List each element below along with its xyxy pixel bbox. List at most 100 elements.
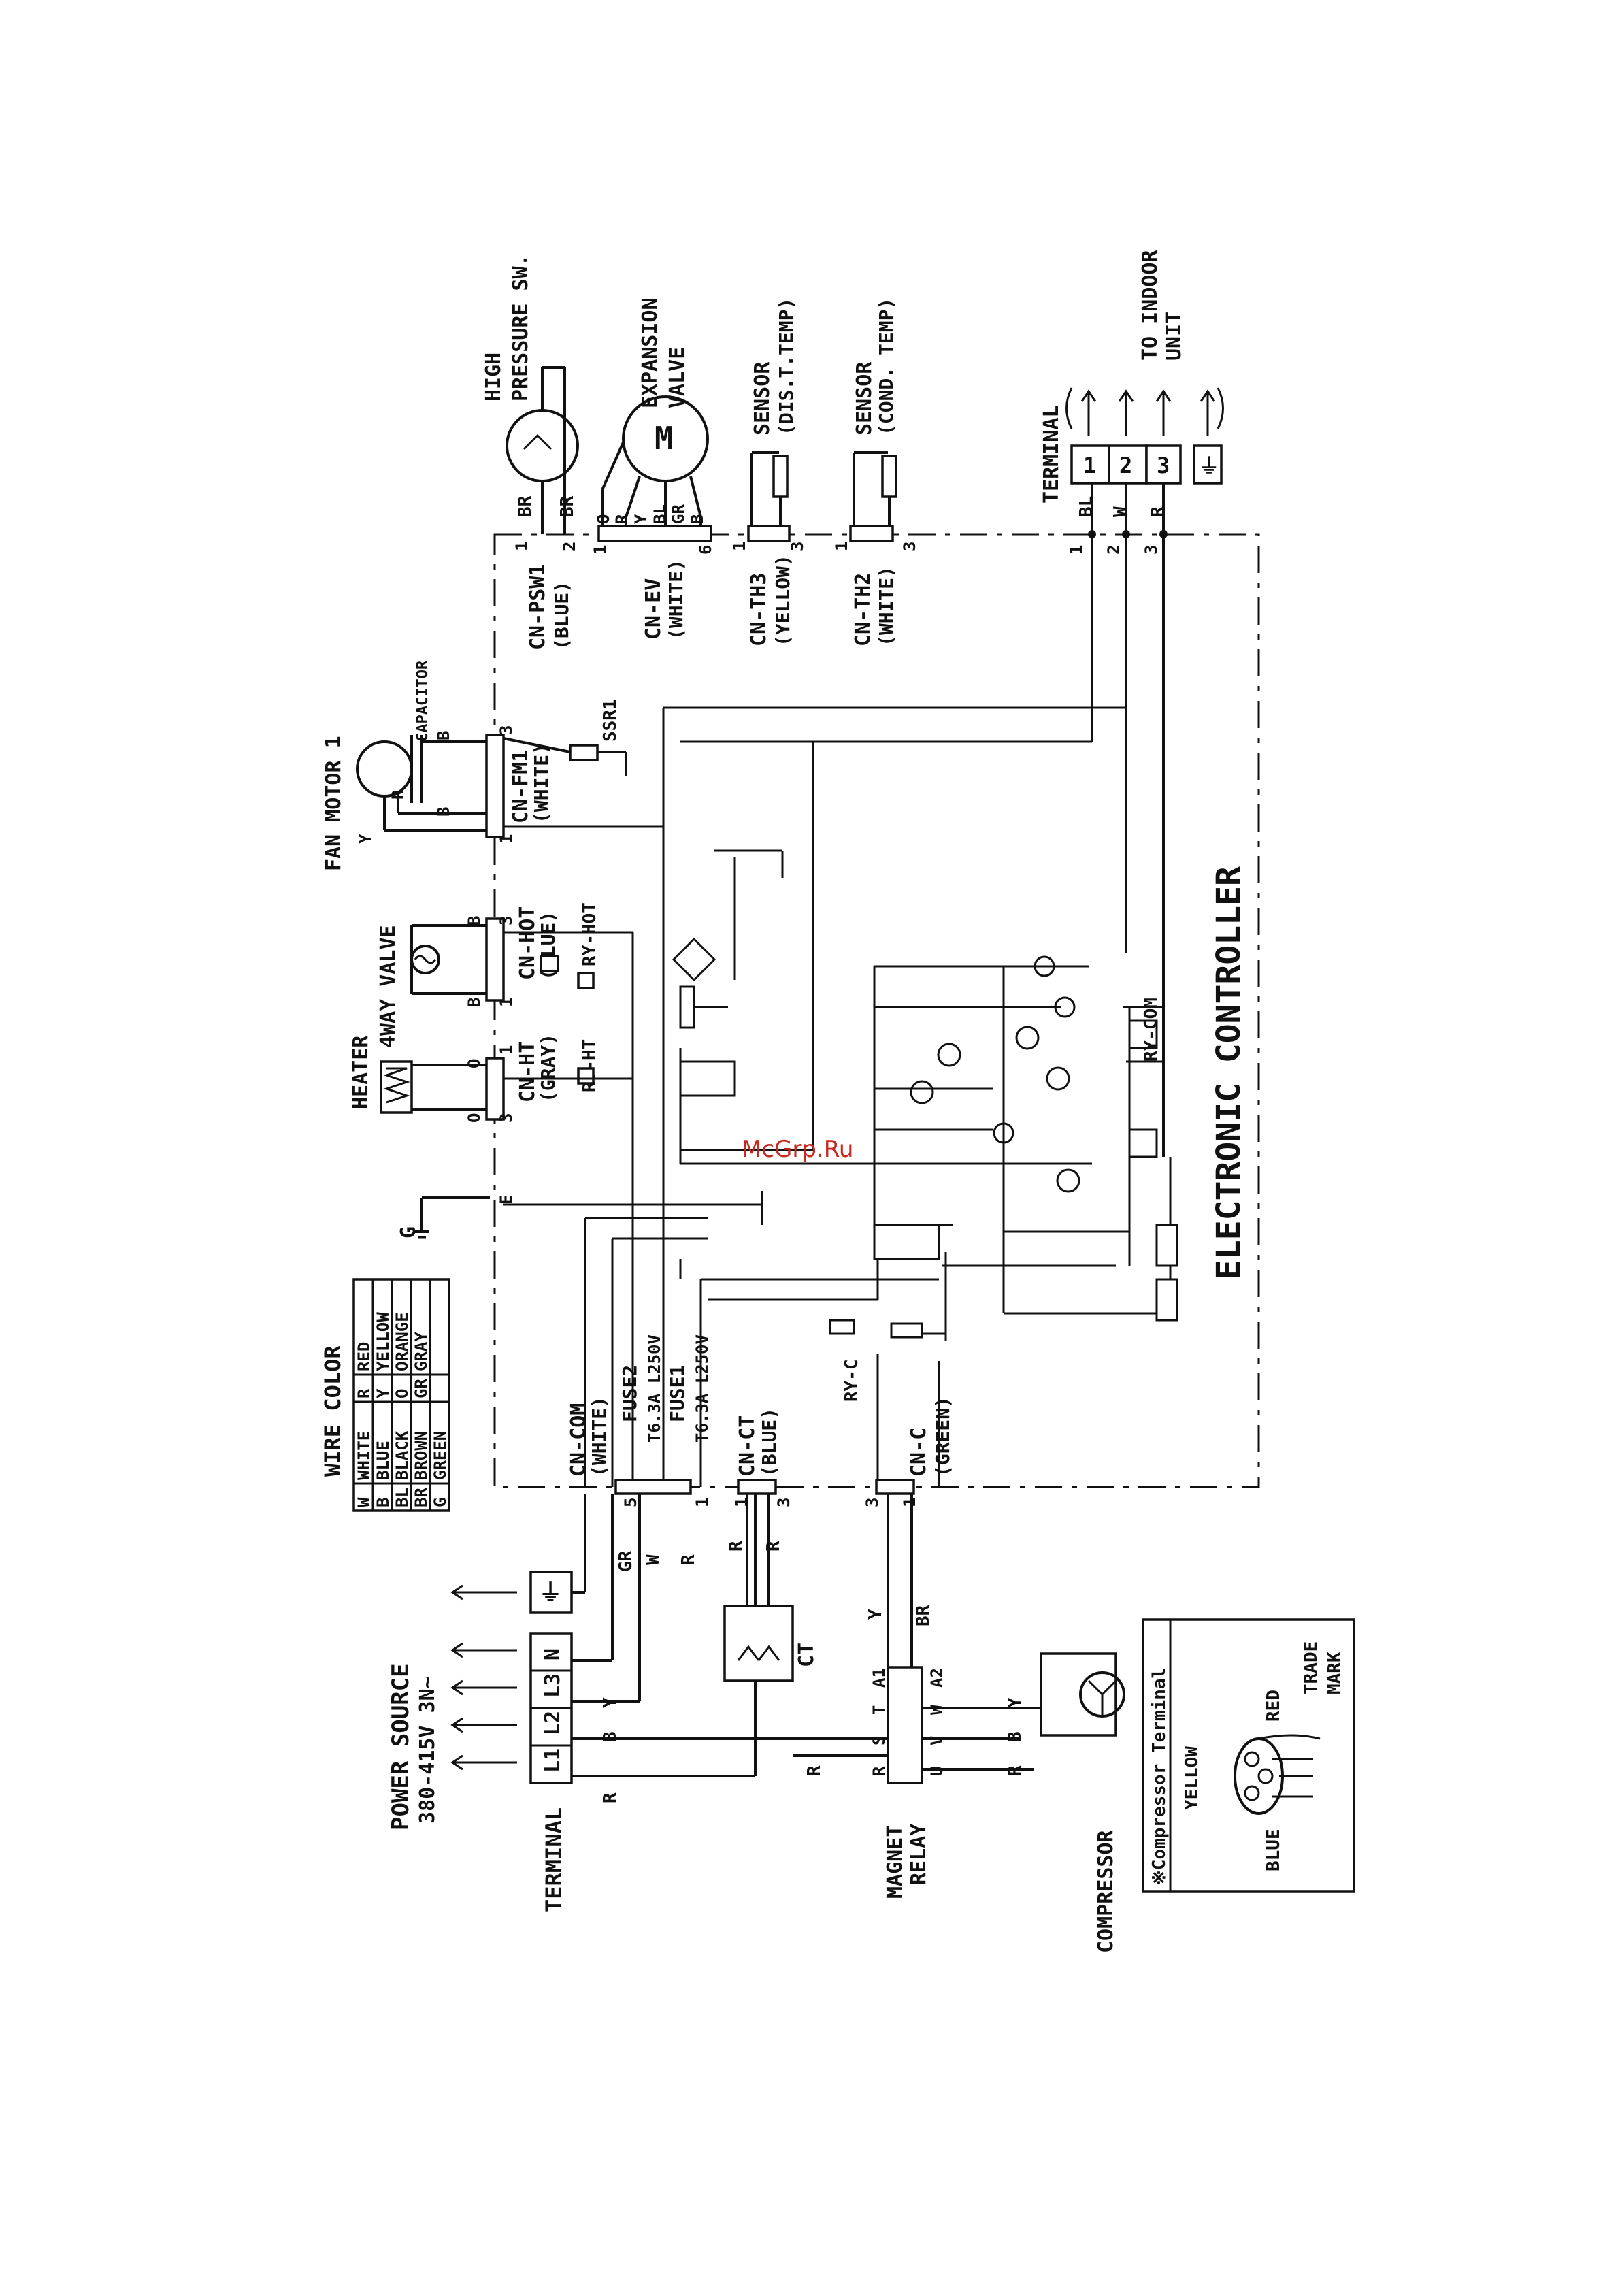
svg-text:R: R [1005,1765,1025,1776]
svg-text:L3: L3 [541,1673,565,1698]
svg-text:1: 1 [1083,453,1096,478]
svg-text:R: R [354,1388,374,1398]
svg-text:O: O [594,514,613,524]
svg-text:TERMINAL: TERMINAL [541,1807,567,1912]
svg-text:RED: RED [1263,1690,1284,1722]
svg-text:MARK: MARK [1325,1652,1345,1694]
svg-text:(BLUE): (BLUE) [550,581,573,650]
svg-text:O: O [465,1113,484,1123]
svg-text:Y: Y [1005,1697,1025,1708]
svg-text:T6.3A L250V: T6.3A L250V [645,1334,664,1443]
fuses: FUSE2 T6.3A L250V FUSE1 T6.3A L250V [618,1334,712,1443]
svg-text:(BLUE): (BLUE) [758,1408,780,1477]
svg-text:WHITE: WHITE [354,1431,374,1480]
svg-text:5: 5 [621,1498,640,1507]
svg-text:BLUE: BLUE [374,1441,393,1480]
svg-text:GR: GR [616,1550,636,1572]
svg-text:3: 3 [497,1113,516,1123]
svg-text:S: S [870,1736,889,1745]
expansion-valve: M EXPANSION VALVE O R Y BL GR B 1 6 CN-E… [591,297,715,640]
svg-text:(WHITE): (WHITE) [530,743,552,823]
heater: HEATER O O 1 3 CN-HT (GRAY) RY-HT [349,1034,600,1123]
ground-connection: G E [397,1195,516,1239]
svg-text:2: 2 [1119,453,1132,478]
svg-text:SENSOR: SENSOR [750,361,774,436]
svg-text:A2: A2 [927,1668,946,1688]
svg-text:(GREEN): (GREEN) [931,1396,954,1477]
high-pressure-switch: HIGH PRESSURE SW. BR BR 1 2 CN-PSW1 (BLU… [482,254,579,650]
svg-text:3: 3 [774,1498,793,1507]
svg-text:(COND. TEMP): (COND. TEMP) [875,298,897,436]
controller-label: ELECTRONIC CONTROLLER [1210,866,1248,1279]
svg-text:R: R [1148,506,1168,517]
svg-text:RELAY: RELAY [907,1824,931,1885]
svg-text:B: B [688,514,707,524]
svg-text:CN-TH2: CN-TH2 [851,573,875,646]
svg-text:N: N [541,1648,565,1660]
svg-text:BR: BR [412,1488,431,1507]
svg-text:BL: BL [393,1488,412,1507]
svg-text:1: 1 [497,998,516,1007]
svg-text:G: G [397,1226,420,1239]
svg-text:W: W [1110,506,1131,517]
svg-text:3: 3 [497,916,516,925]
wire-color-table: WIRE COLOR W WHITE R RED B BLUE Y YELLOW… [320,1278,450,1512]
sensor-discharge-temp: SENSOR (DIS.T.TEMP) 1 3 CN-TH3 (YELLOW) [730,298,807,646]
svg-text:SSR1: SSR1 [600,699,621,742]
svg-text:4WAY VALVE: 4WAY VALVE [376,925,400,1048]
relays: RY-C RY-COM [842,998,1161,1402]
svg-text:HEATER: HEATER [349,1035,373,1109]
svg-text:380-415V 3N~: 380-415V 3N~ [416,1676,440,1824]
svg-text:CN-FM1: CN-FM1 [509,750,533,823]
svg-text:R: R [600,1792,621,1803]
svg-text:(YELLOW): (YELLOW) [772,555,794,646]
svg-text:⏚: ⏚ [1199,455,1219,478]
svg-text:B: B [600,1731,621,1742]
svg-text:GR: GR [669,504,688,524]
svg-text:EXPANSION: EXPANSION [638,297,662,408]
svg-text:3: 3 [497,725,516,735]
wire-color-title: WIRE COLOR [320,1345,346,1477]
svg-text:RY-COM: RY-COM [1141,998,1161,1062]
svg-text:R: R [612,514,631,524]
svg-text:BR: BR [515,495,535,517]
svg-text:(WHITE): (WHITE) [665,559,687,640]
svg-text:SENSOR: SENSOR [853,361,876,436]
magnet-relay: MAGNET RELAY R S T A1 U V W A2 Y BR R [793,1494,1051,1899]
svg-text:V: V [927,1736,946,1745]
svg-text:Y: Y [600,1697,621,1708]
svg-text:B: B [1005,1731,1025,1742]
controller-internal-wiring [503,706,1178,1487]
svg-text:L1: L1 [541,1748,565,1773]
svg-text:E: E [497,1195,516,1204]
svg-text:GRAY: GRAY [412,1332,431,1371]
svg-text:6: 6 [696,545,715,555]
svg-text:T6.3A L250V: T6.3A L250V [693,1334,712,1443]
svg-text:FUSE1: FUSE1 [666,1365,689,1422]
svg-text:UNIT: UNIT [1162,312,1186,361]
svg-text:M: M [655,420,674,457]
svg-text:PRESSURE SW.: PRESSURE SW. [509,254,533,401]
svg-text:R: R [726,1541,746,1552]
svg-text:Y: Y [374,1388,393,1398]
bottom-connectors: CN-COM (WHITE) 5 1 CN-CT (BLUE) 1 3 CN-C… [567,1396,954,1507]
svg-text:BL: BL [650,504,670,524]
svg-text:GREEN: GREEN [431,1431,450,1480]
svg-text:(DIS.T.TEMP): (DIS.T.TEMP) [775,298,797,436]
svg-text:1: 1 [900,1498,919,1507]
svg-text:CN-EV: CN-EV [642,578,665,640]
svg-text:3: 3 [863,1498,882,1507]
svg-text:2: 2 [560,542,579,551]
svg-text:Y: Y [631,514,650,524]
svg-text:B: B [465,998,484,1007]
fan-motor: FAN MOTOR 1 CAPACITOR Y R B B 1 3 CN-FM1… [322,660,627,871]
svg-text:A1: A1 [870,1668,889,1688]
indoor-unit-terminal: TERMINAL TO INDOOR UNIT ⏚ 1 2 3 BL W R 1… [1040,250,1224,1157]
current-transformer: CT R R [723,1494,819,1682]
power-wires: GR W R R B Y [572,1494,888,1803]
svg-text:(WHITE): (WHITE) [875,566,897,646]
svg-text:RY-C: RY-C [842,1359,862,1402]
svg-text:CAPACITOR: CAPACITOR [414,660,431,742]
svg-text:CN-TH3: CN-TH3 [747,573,771,646]
